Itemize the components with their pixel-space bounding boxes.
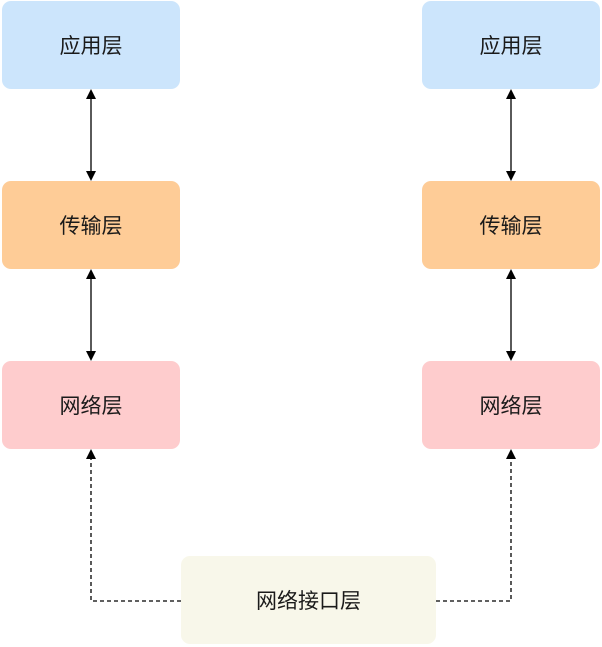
left-network-layer: 网络层	[2, 361, 180, 449]
left-interface-dashed-arrow	[86, 449, 181, 602]
network-interface-layer: 网络接口层	[181, 556, 436, 644]
right-interface-dashed-arrow	[436, 449, 516, 602]
right-network-layer: 网络层	[422, 361, 600, 449]
left-application-layer: 应用层	[2, 1, 180, 89]
right-application-layer: 应用层	[422, 1, 600, 89]
left-transport-layer: 传输层	[2, 181, 180, 269]
right-transport-layer: 传输层	[422, 181, 600, 269]
